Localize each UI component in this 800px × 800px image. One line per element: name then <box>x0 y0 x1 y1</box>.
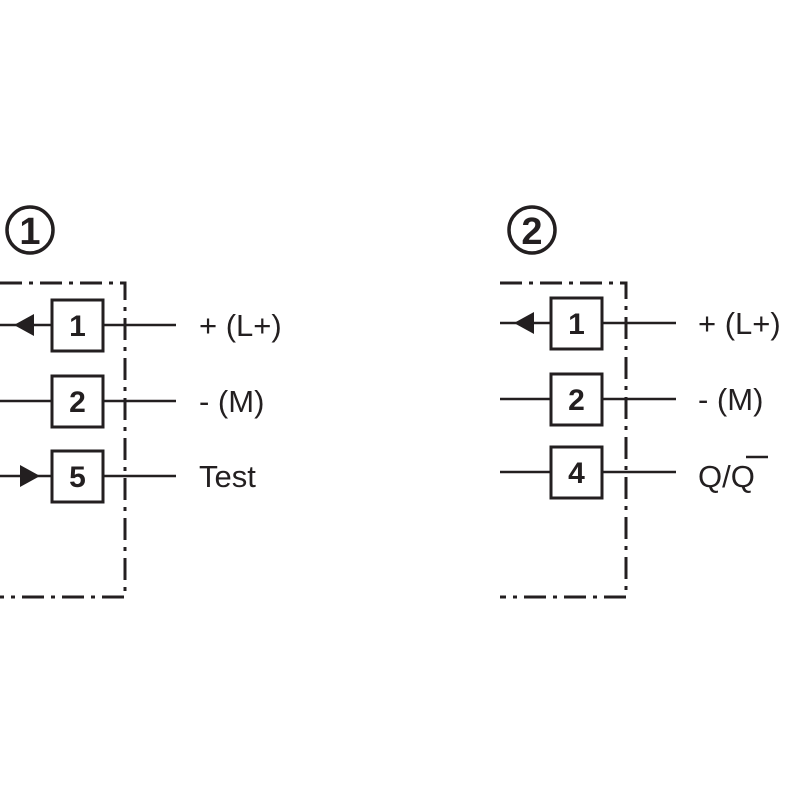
arrow-in-icon <box>20 465 40 487</box>
pin-label: - (M) <box>698 382 763 417</box>
svg-text:4: 4 <box>568 457 585 490</box>
pin-label: + (L+) <box>698 306 781 341</box>
housing-outline-2 <box>500 281 628 599</box>
diagram-2: 2 1 + (L+) 2 - (M) 4 Q/Q <box>500 205 781 599</box>
terminal-box <box>549 296 604 351</box>
circled-marker-2: 2 <box>507 205 557 255</box>
svg-text:1: 1 <box>19 211 40 253</box>
pin-label: + (L+) <box>199 308 282 343</box>
pin-label: - (M) <box>199 384 264 419</box>
pin-row-1-3: 5 Test <box>0 449 256 504</box>
arrow-out-icon <box>14 314 34 336</box>
terminal-box <box>549 445 604 500</box>
pin-row-1-1: 1 + (L+) <box>0 298 282 353</box>
terminal-box <box>50 449 105 504</box>
pin-label: Test <box>199 459 256 494</box>
svg-text:2: 2 <box>69 386 86 419</box>
circled-marker-1: 1 <box>5 205 55 255</box>
housing-outline-1 <box>0 281 127 599</box>
pin-row-1-2: 2 - (M) <box>0 374 264 429</box>
pin-row-2-2: 2 - (M) <box>500 372 763 427</box>
diagram-1: 1 1 + (L+) 2 - (M) 5 Test <box>0 205 282 599</box>
svg-text:2: 2 <box>568 384 585 417</box>
terminal-box <box>50 298 105 353</box>
svg-text:5: 5 <box>69 461 86 494</box>
svg-text:1: 1 <box>568 308 585 341</box>
pin-row-2-3: 4 Q/Q <box>500 445 768 500</box>
arrow-out-icon <box>514 312 534 334</box>
pin-row-2-1: 1 + (L+) <box>500 296 781 351</box>
pin-label-q: Q/Q <box>698 459 755 494</box>
svg-text:1: 1 <box>69 310 86 343</box>
svg-text:2: 2 <box>521 211 542 253</box>
